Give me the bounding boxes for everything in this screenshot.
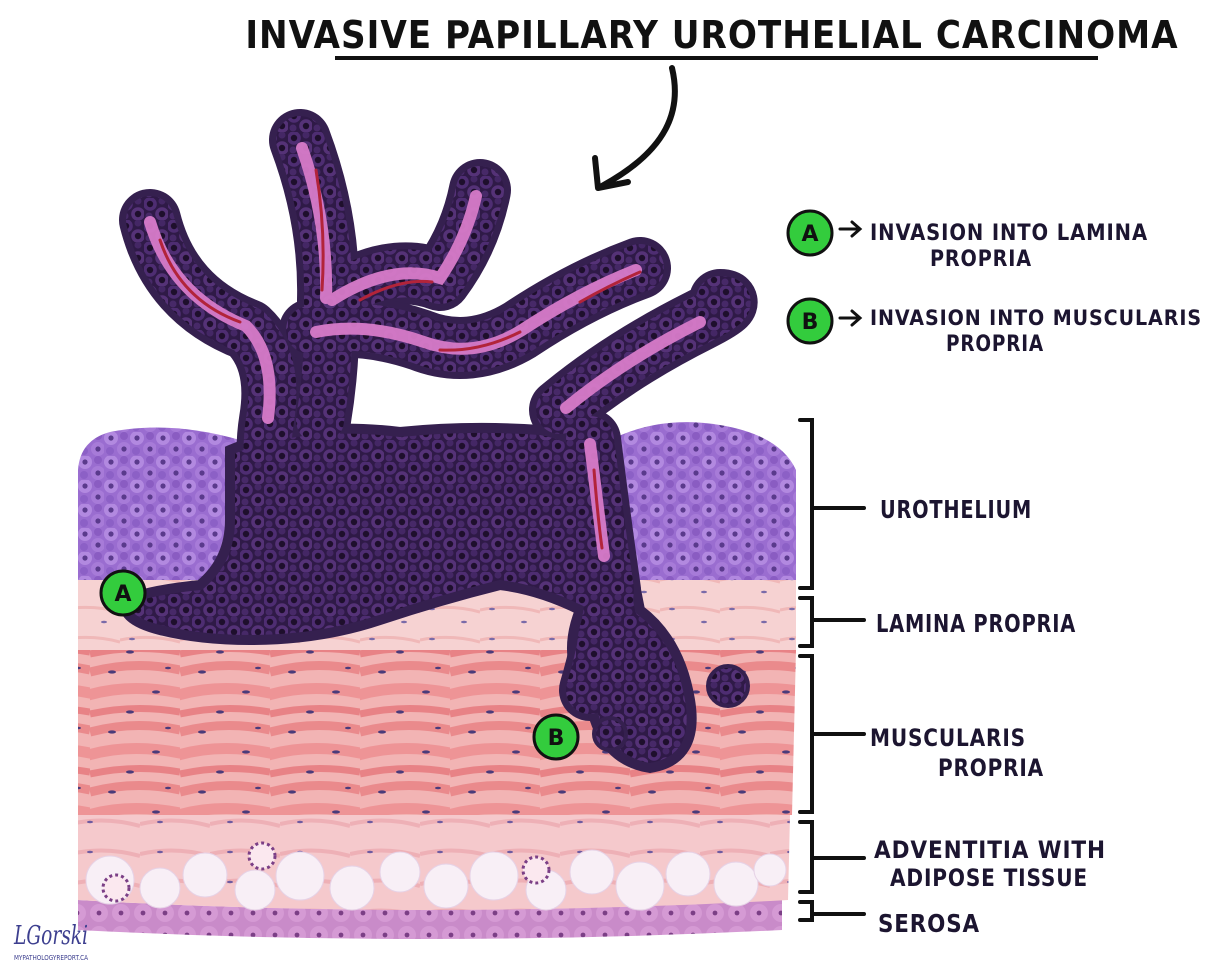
layer-label-lamina-propria: LAMINA PROPRIA xyxy=(876,609,1076,638)
title-arrow xyxy=(602,68,675,186)
marker-b-label: B xyxy=(548,726,565,751)
artist-signature: LGorski MYPATHOLOGYREPORT.CA xyxy=(13,921,88,962)
urothelium-layer xyxy=(78,428,240,581)
marker-a-label: A xyxy=(114,582,131,607)
layer-label-urothelium: UROTHELIUM xyxy=(880,495,1032,524)
layer-label-adventitia-line2: ADIPOSE TISSUE xyxy=(890,864,1088,892)
urothelium-layer xyxy=(610,422,796,580)
legend-b-line2: PROPRIA xyxy=(946,332,1044,357)
layer-label-muscularis-line1: MUSCULARIS xyxy=(870,724,1026,752)
layer-label-serosa: SEROSA xyxy=(878,909,980,938)
legend-b-line1: INVASION INTO MUSCULARIS xyxy=(870,306,1202,330)
layer-label-adventitia-line1: ADVENTITIA WITH xyxy=(874,836,1106,864)
legend-item-b: B INVASION INTO MUSCULARIS PROPRIA xyxy=(788,299,1202,357)
website-text: MYPATHOLOGYREPORT.CA xyxy=(14,954,88,962)
legend-marker-b: B xyxy=(802,310,819,335)
layer-label-muscularis-line2: PROPRIA xyxy=(938,754,1044,782)
signature-text: LGorski xyxy=(13,921,88,951)
marker-a: A xyxy=(101,571,145,615)
layer-brackets xyxy=(800,420,864,920)
diagram-title: INVASIVE PAPILLARY UROTHELIAL CARCINOMA xyxy=(245,13,1178,57)
small-vessel xyxy=(523,857,549,883)
small-vessel xyxy=(249,843,275,869)
layer-labels: UROTHELIUM LAMINA PROPRIA MUSCULARIS PRO… xyxy=(870,495,1106,938)
legend-item-a: A INVASION INTO LAMINA PROPRIA xyxy=(788,211,1148,272)
marker-b: B xyxy=(534,715,578,759)
legend-marker-a: A xyxy=(801,222,818,247)
legend: A INVASION INTO LAMINA PROPRIA B INVASIO… xyxy=(788,211,1202,357)
right-arrow-icon xyxy=(840,311,860,325)
right-arrow-icon xyxy=(840,222,860,236)
legend-a-line2: PROPRIA xyxy=(930,247,1032,272)
legend-a-line1: INVASION INTO LAMINA xyxy=(870,221,1148,246)
small-vessel xyxy=(103,875,129,901)
